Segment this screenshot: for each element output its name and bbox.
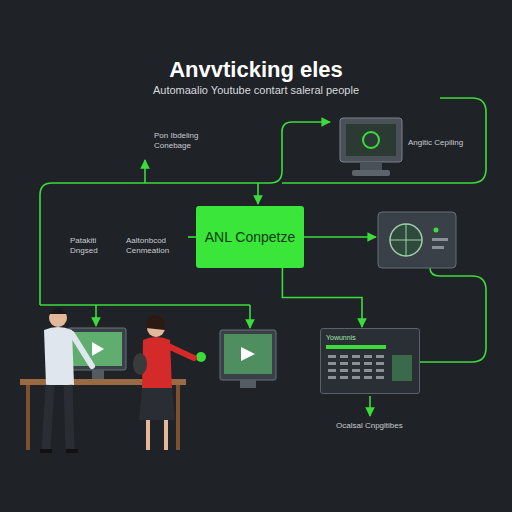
flow-note: Ocalsal Cnpgltibes	[336, 421, 416, 431]
flow-note: Pon Ibdeling Conebage	[154, 131, 224, 151]
flow-note: Angitic Cepiling	[408, 138, 488, 148]
box-label: ANL Conpetze	[204, 229, 296, 246]
flow-note: Aaltonbcod Cenmeation	[126, 236, 186, 256]
flow-arrow	[282, 268, 362, 327]
process-box: ANL Conpetze	[196, 206, 304, 268]
diagram-title: Anvvticking eles	[0, 56, 512, 84]
dashboard-graphic	[326, 345, 414, 385]
subtitle: Automaalio Youtube contart saleral peopl…	[0, 84, 512, 98]
panel-title: Yowunnis	[326, 334, 414, 342]
dashboard-panel: Yowunnis	[320, 328, 420, 394]
flow-note: Patakiti Dngsed	[70, 236, 118, 256]
